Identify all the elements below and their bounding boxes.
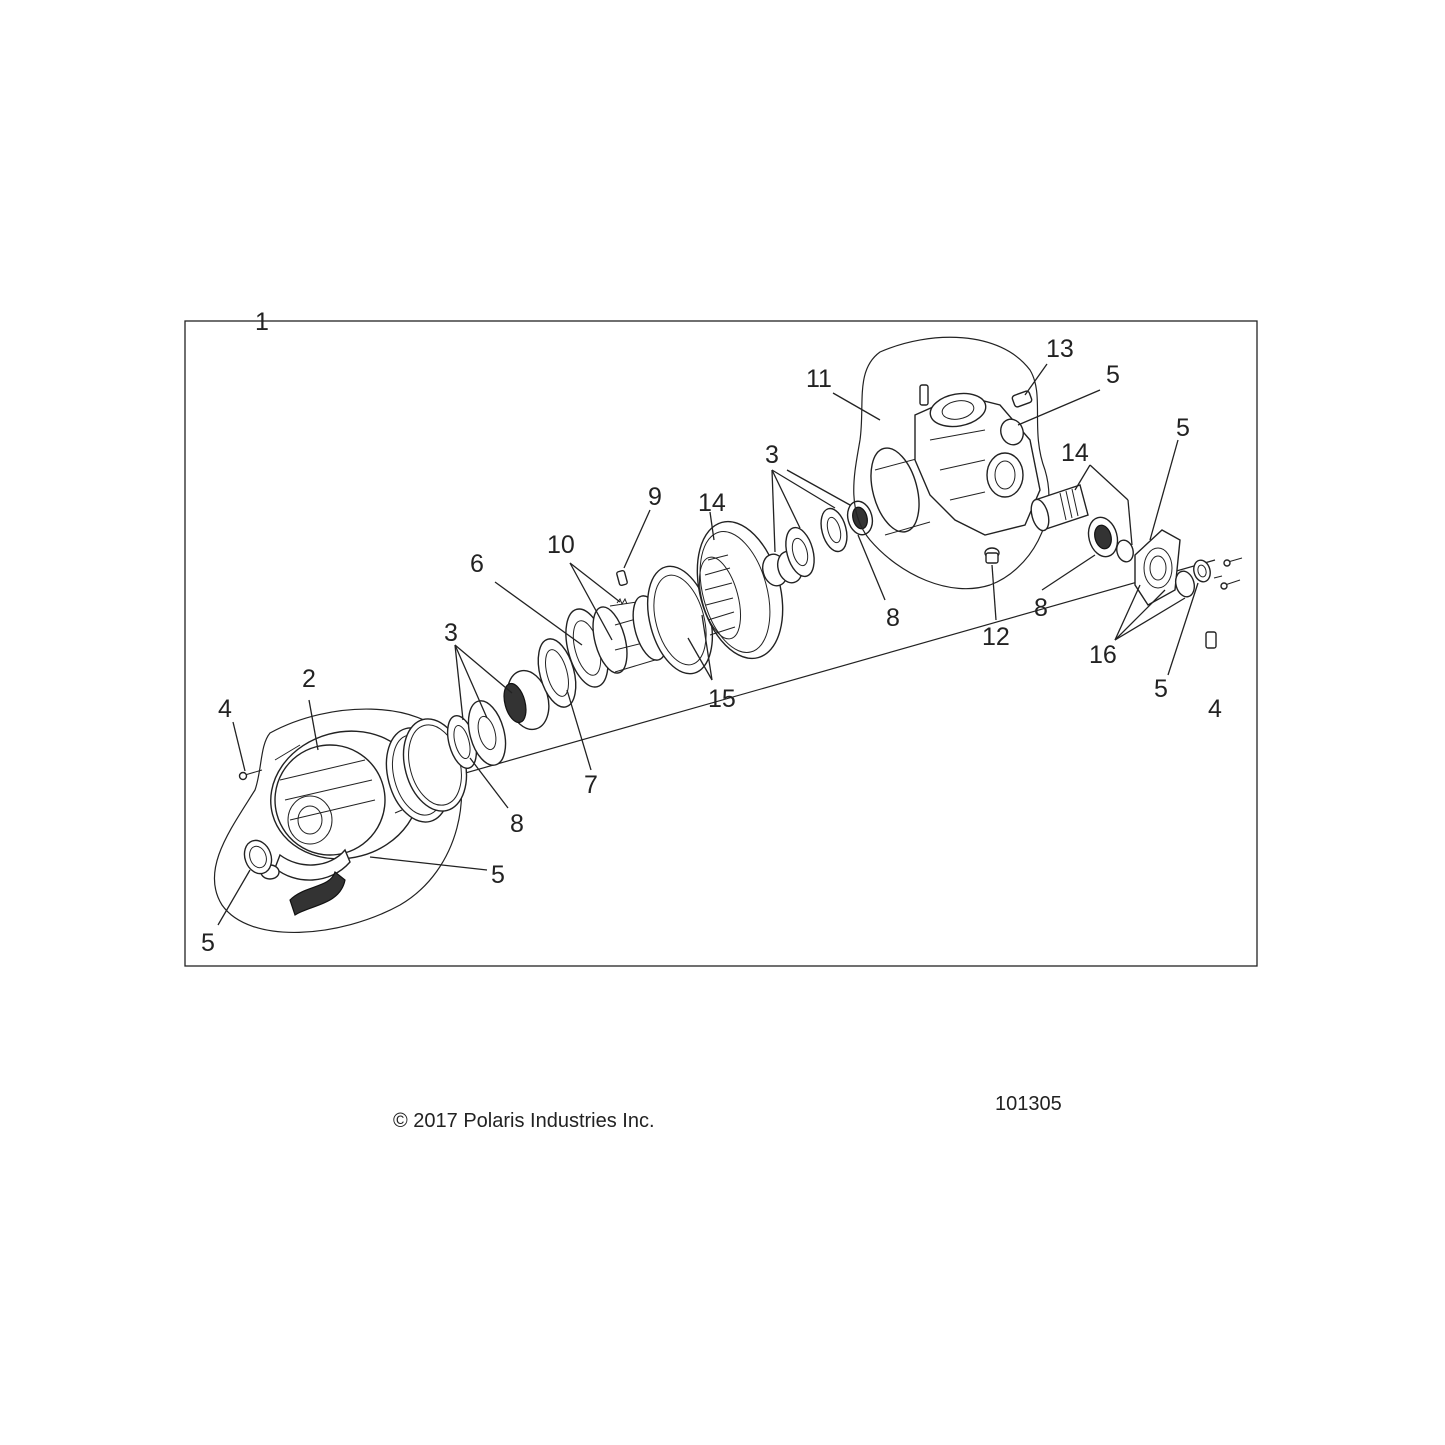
spacer-3 [820,507,848,553]
callout-8-right: 8 [1034,594,1048,622]
oil-seal-5-output [1193,559,1211,583]
thrust-washer-left [467,700,507,766]
drain-plug-12 [984,547,1000,564]
screw-left-upper [238,769,263,781]
callout-1: 1 [255,308,269,336]
callout-8-middle: 8 [886,604,900,632]
callout-12: 12 [982,623,1010,651]
callout-7: 7 [584,771,598,799]
callout-6: 6 [470,550,484,578]
callout-11: 11 [806,365,832,393]
output-shaft-14 [1030,484,1089,532]
screws-4-right [1205,557,1243,649]
callout-13: 13 [1046,335,1074,363]
assembly-frame [184,320,1258,967]
callout-15: 15 [708,685,736,713]
pin-9 [616,569,628,587]
callout-5-cover: 5 [1176,414,1190,442]
sleeve-16 [1174,570,1196,598]
bearing-8-output [1087,516,1119,558]
ring-gear-14 [696,520,784,660]
leader-lines [217,363,1199,926]
o-ring-output [1116,539,1134,563]
drawing-id: 101305 [995,1093,1062,1115]
bearing-race-3 [785,526,815,578]
callout-5-left-bottom: 5 [201,929,215,957]
housing-oil-seal-left [243,839,273,875]
cover-band-11 [870,447,931,536]
housing-group-outline [213,708,463,934]
callout-14-ring-gear: 14 [698,489,726,517]
callout-14-output-shaft: 14 [1061,439,1089,467]
dowel-pin-housing [394,809,403,814]
callout-10: 10 [547,531,575,559]
output-cover-16 [1134,529,1181,606]
callout-2: 2 [302,665,316,693]
callout-3-left: 3 [444,619,458,647]
callout-5-top: 5 [1106,361,1120,389]
callout-3-right: 3 [765,441,779,469]
callout-4-left: 4 [218,695,232,723]
gearcase-housing [914,384,1041,536]
callout-9: 9 [648,483,662,511]
copyright-text: © 2017 Polaris Industries Inc. [393,1110,655,1132]
left-housing [260,730,420,916]
callout-16: 16 [1089,641,1117,669]
callout-numbers: 1 2 4 5 5 3 8 7 6 10 9 14 15 3 8 11 12 1… [201,308,1222,957]
oil-seal-5-top [1000,418,1024,446]
callout-8-left: 8 [510,810,524,838]
vent-plug-13 [1011,390,1033,408]
spring-10 [616,597,628,606]
callout-5-output-seal: 5 [1154,675,1168,703]
callout-4-right: 4 [1208,695,1222,723]
friction-plate-7 [537,638,577,708]
callout-5-housing: 5 [491,861,505,889]
gearcase-group-outline [853,336,1050,590]
bearing-8-right [846,500,874,536]
gear-hub-left [503,669,550,731]
